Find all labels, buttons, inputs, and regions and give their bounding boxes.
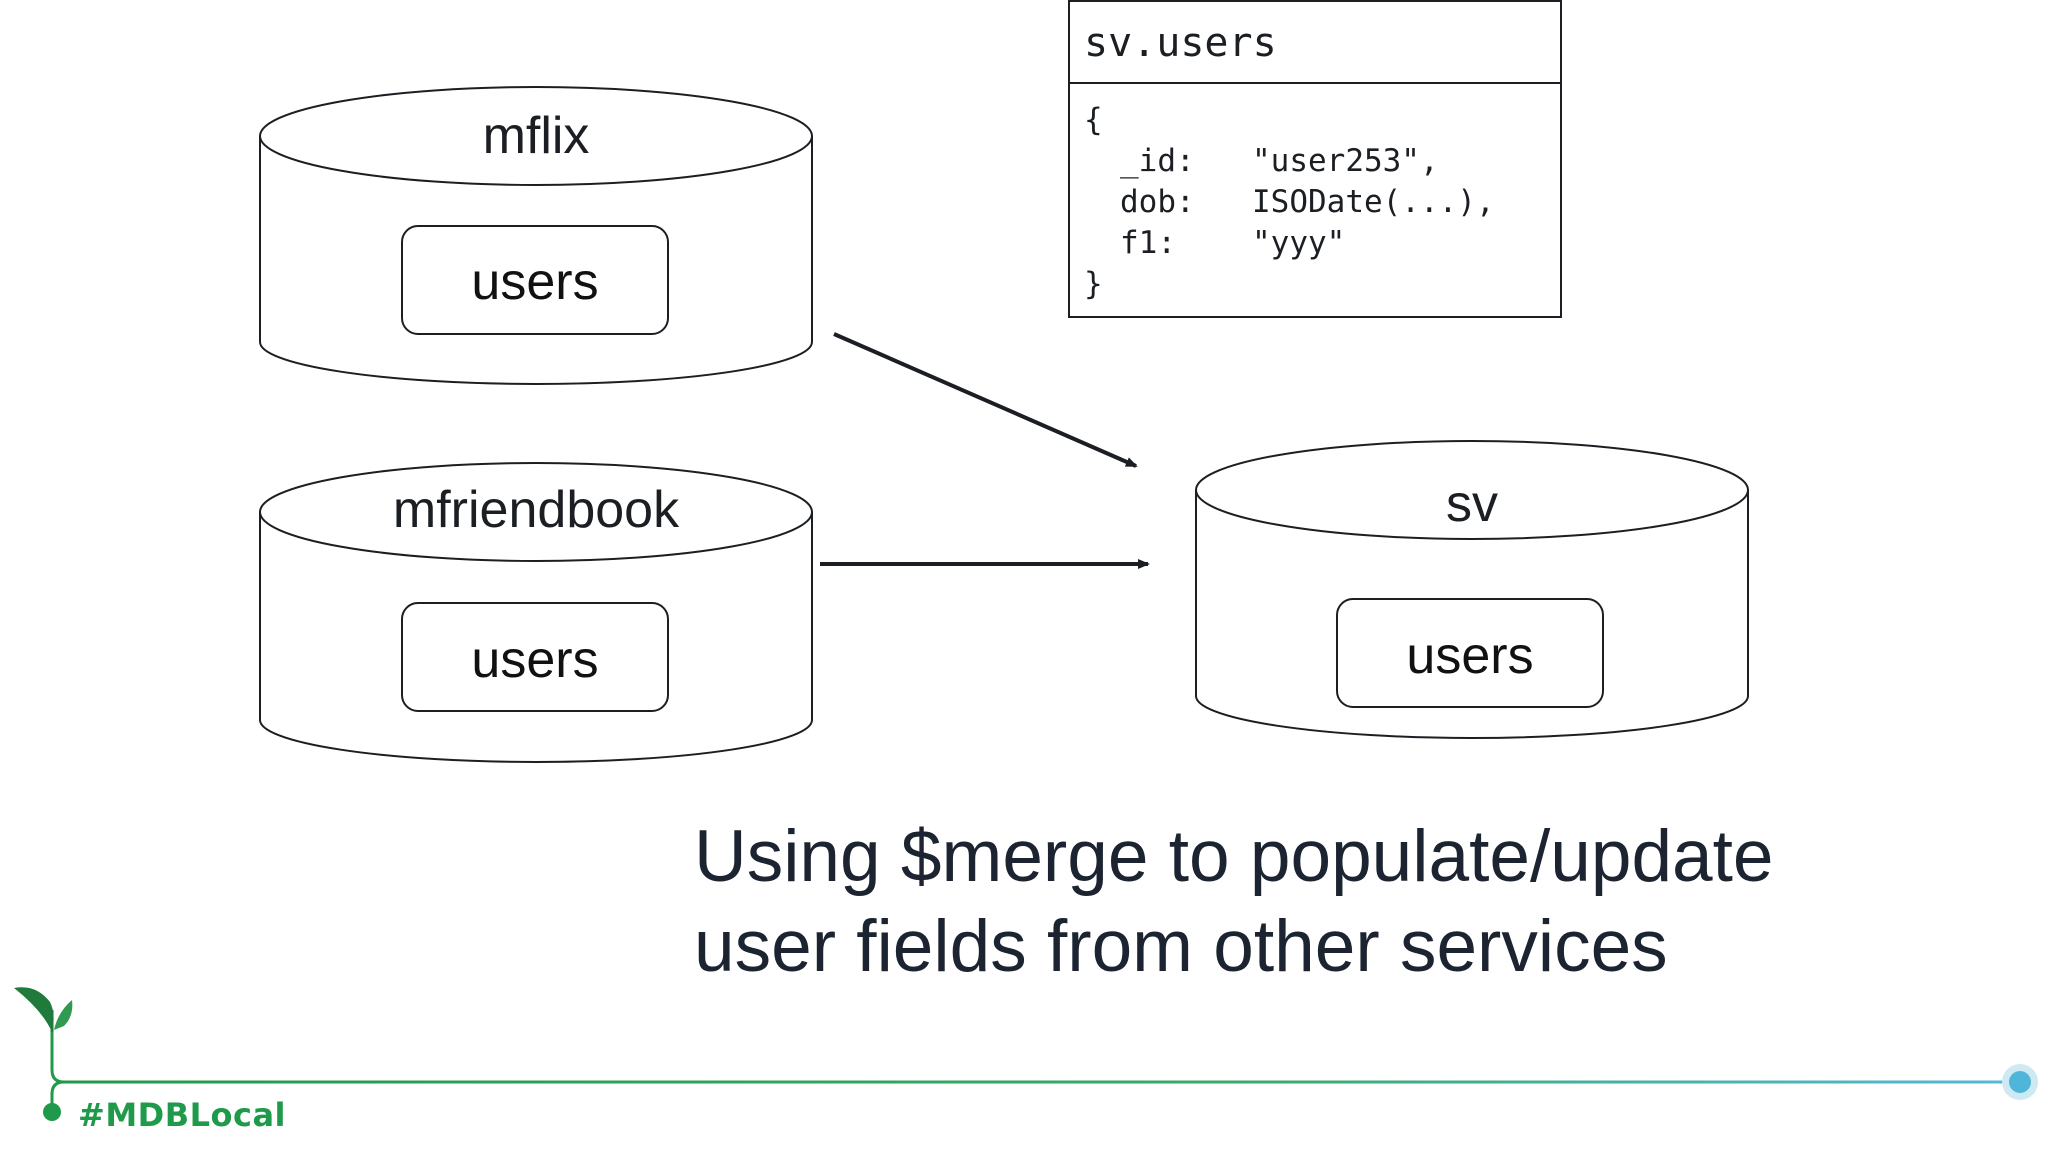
document-field-key: _id: bbox=[1120, 143, 1195, 179]
arrow-mflix-to-sv bbox=[833, 332, 1138, 468]
database-name-mflix: mflix bbox=[482, 107, 590, 165]
database-mfriendbook bbox=[259, 462, 813, 763]
collection-box-mflix-users bbox=[401, 225, 669, 335]
document-field-key: f1: bbox=[1120, 225, 1176, 261]
database-name-sv: sv bbox=[1446, 475, 1498, 533]
collection-box-mfriendbook-users bbox=[401, 602, 669, 712]
document-field-value: "yyy" bbox=[1252, 225, 1346, 261]
collection-name-sv-users: users bbox=[1406, 627, 1534, 685]
document-close-brace: } bbox=[1084, 266, 1103, 302]
footer-end-dot bbox=[2009, 1071, 2031, 1093]
collection-name-mflix-users: users bbox=[471, 253, 599, 311]
database-mflix bbox=[259, 86, 813, 385]
document-field-key: dob: bbox=[1120, 184, 1195, 220]
caption-line-1: Using $merge to populate/update bbox=[694, 816, 1774, 897]
slide-caption: Using $merge to populate/update user fie… bbox=[694, 812, 1994, 992]
document-field-value: ISODate(...), bbox=[1252, 184, 1495, 220]
document-sample-box: sv.users { _id: "user253", dob: ISODate(… bbox=[1068, 0, 1562, 318]
document-field-row: _id: "user253", bbox=[1084, 141, 1560, 182]
collection-name-mfriendbook-users: users bbox=[471, 631, 599, 689]
document-field-row: dob: ISODate(...), bbox=[1084, 182, 1560, 223]
document-open-brace: { bbox=[1084, 102, 1103, 138]
document-title: sv.users bbox=[1070, 2, 1560, 84]
database-name-mfriendbook: mfriendbook bbox=[392, 481, 680, 539]
footer-start-dot bbox=[43, 1103, 61, 1121]
caption-line-2: user fields from other services bbox=[694, 906, 1668, 987]
footer-decoration bbox=[14, 987, 2038, 1121]
document-field-row: f1: "yyy" bbox=[1084, 223, 1560, 264]
footer-hashtag: #MDBLocal bbox=[78, 1096, 287, 1134]
document-body: { _id: "user253", dob: ISODate(...), f1:… bbox=[1070, 84, 1560, 305]
sprout-icon bbox=[14, 987, 73, 1032]
collection-box-sv-users bbox=[1336, 598, 1604, 708]
document-field-value: "user253", bbox=[1252, 143, 1439, 179]
database-sv bbox=[1195, 440, 1749, 739]
